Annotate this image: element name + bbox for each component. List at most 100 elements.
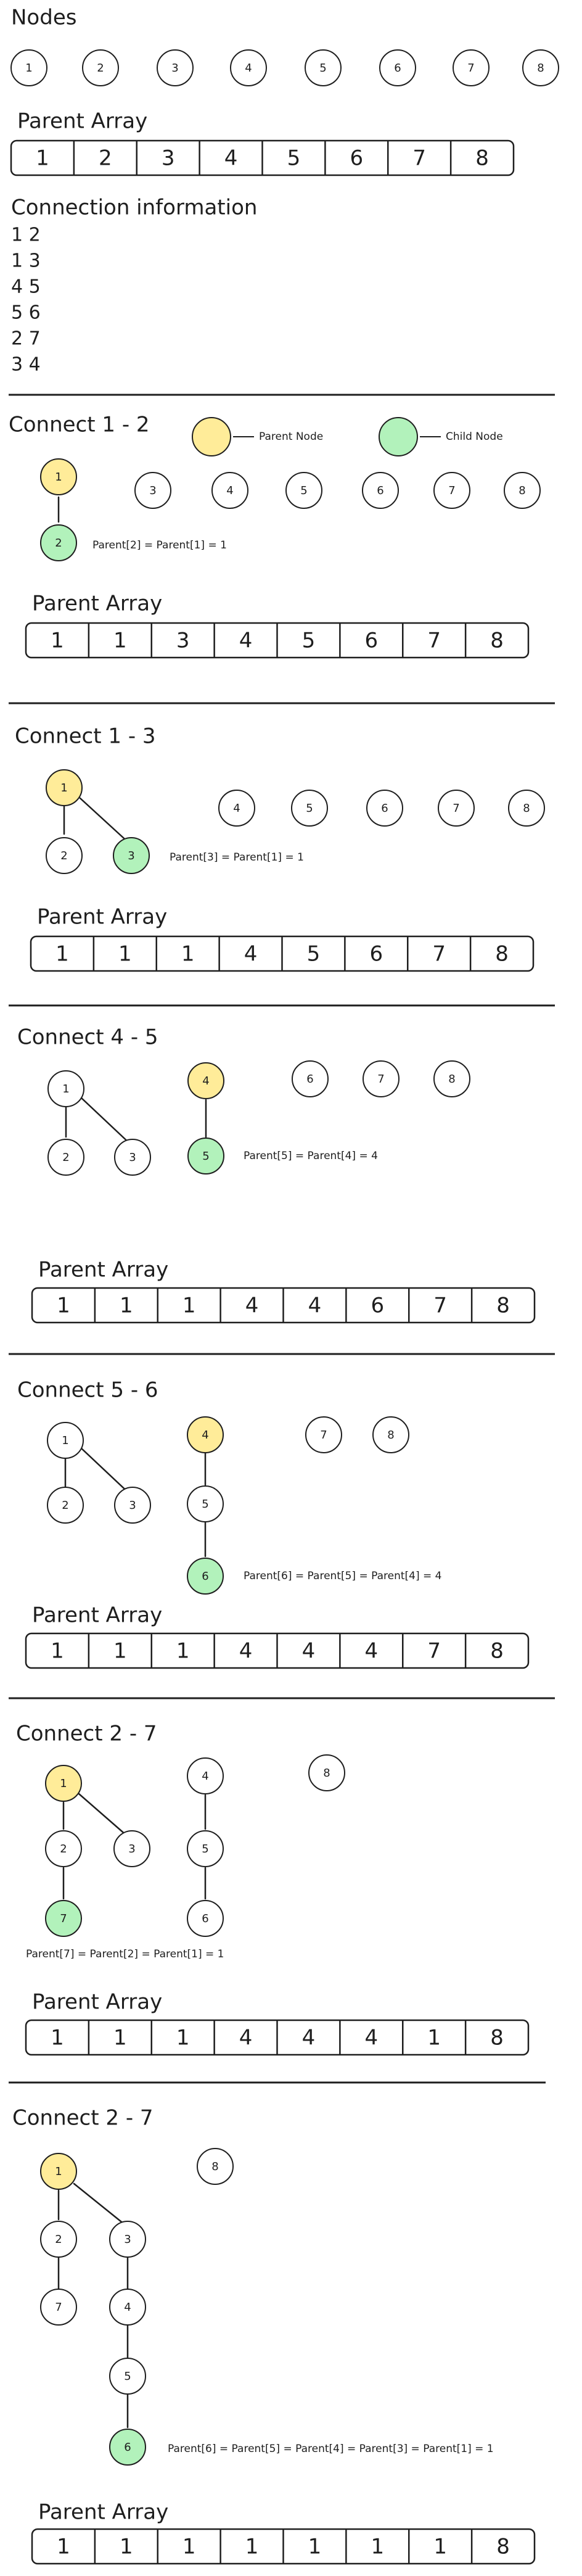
parent-array-cell: 1 [120, 1294, 133, 1318]
node: 4 [211, 472, 248, 509]
node: 1 [10, 49, 47, 86]
node-circle [433, 472, 470, 509]
node-label: 5 [306, 802, 313, 815]
node-circle [363, 1060, 400, 1097]
node-label: 3 [171, 62, 178, 75]
node-circle [305, 1416, 342, 1453]
node-label: 1 [60, 1777, 67, 1790]
step-title: Connect 4 - 5 [17, 1025, 158, 1050]
parent-node: 1 [40, 2153, 77, 2190]
node-label: 8 [518, 484, 525, 497]
child-node: 6 [109, 2429, 146, 2466]
node: 2 [46, 837, 83, 874]
edge [80, 1096, 134, 1147]
parent-array-cell: 4 [224, 146, 238, 171]
node-circle [113, 837, 150, 874]
parent-array-cell: 1 [113, 629, 127, 653]
node: 7 [363, 1060, 400, 1097]
parent-array-cell: 4 [302, 2026, 316, 2050]
node: 2 [45, 1830, 82, 1867]
node-label: 8 [211, 2160, 218, 2173]
step-note: Parent[6] = Parent[5] = Parent[4] = 4 [244, 1570, 441, 1582]
node-circle [109, 2289, 146, 2326]
node-circle [47, 1139, 84, 1176]
parent-array-cell: 1 [245, 2535, 259, 2559]
node-circle [40, 2153, 77, 2190]
node-circle [291, 790, 328, 827]
node: 6 [292, 1060, 329, 1097]
node: 3 [114, 1487, 151, 1524]
node-label: 3 [129, 1151, 136, 1164]
edge [79, 797, 133, 846]
connection-line: 3 4 [11, 354, 41, 376]
parent-array-cell: 1 [181, 942, 195, 967]
node-label: 6 [202, 1570, 208, 1583]
parent-array-cell: 7 [427, 629, 441, 653]
parent-array-cell: 1 [427, 2026, 441, 2050]
node: 7 [453, 49, 490, 86]
parent-array-cell: 4 [239, 1639, 253, 1664]
parent-array-cell: 4 [308, 1294, 322, 1318]
node-circle [522, 49, 559, 86]
parent-array-cell: 8 [495, 942, 509, 967]
parent-array-label: Parent Array [38, 2500, 168, 2525]
node-label: 8 [523, 802, 530, 815]
node: 3 [113, 1830, 150, 1867]
connection-line: 2 7 [11, 328, 41, 350]
parent-array-cell: 8 [475, 146, 489, 171]
node: 6 [379, 49, 416, 86]
node-label: 1 [55, 2165, 62, 2178]
node-circle [47, 1487, 84, 1524]
node-circle [10, 49, 47, 86]
parent-array-cell: 3 [176, 629, 190, 653]
step-title: Connect 5 - 6 [17, 1378, 158, 1403]
node: 8 [372, 1416, 409, 1453]
node: 3 [157, 49, 194, 86]
child-node: 2 [40, 524, 77, 561]
node-label: 6 [124, 2441, 131, 2454]
node: 5 [187, 1830, 224, 1867]
node-circle [40, 2289, 77, 2326]
node-circle [187, 1137, 224, 1174]
node: 2 [47, 1139, 84, 1176]
node-circle [379, 49, 416, 86]
node: 1 [47, 1070, 84, 1107]
parent-array-cell: 6 [350, 146, 363, 171]
parent-array-cell: 7 [412, 146, 426, 171]
node-label: 3 [128, 849, 134, 862]
parent-array-cell: 2 [99, 146, 112, 171]
node-circle [187, 1830, 224, 1867]
node-circle [40, 524, 77, 561]
node-circle [508, 790, 545, 827]
parent-node: 1 [40, 458, 77, 495]
node-circle [45, 1900, 82, 1937]
parent-array-cell: 4 [364, 1639, 378, 1664]
step-note: Parent[2] = Parent[1] = 1 [92, 539, 227, 551]
parent-array-cell: 3 [162, 146, 175, 171]
node-label: 4 [245, 62, 252, 75]
node: 6 [187, 1900, 224, 1937]
parent-array-cell: 4 [244, 942, 258, 967]
parent-node [192, 417, 231, 456]
node-circle [197, 2148, 234, 2185]
node: 5 [285, 472, 322, 509]
parent-array-cell: 4 [302, 1639, 316, 1664]
edge [78, 1793, 133, 1841]
node-label: 5 [202, 1150, 209, 1163]
connection-info-title: Connection information [11, 196, 257, 220]
parent-array-cell: 6 [369, 942, 383, 967]
node-circle [113, 1830, 150, 1867]
node: 5 [291, 790, 328, 827]
parent-array-cell: 8 [496, 2535, 510, 2559]
parent-array-cell: 1 [182, 2535, 196, 2559]
node-label: 1 [60, 782, 67, 795]
parent-array-label: Parent Array [17, 109, 147, 134]
node-label: 5 [202, 1498, 208, 1511]
node: 7 [305, 1416, 342, 1453]
connection-line: 1 2 [11, 225, 41, 246]
node-circle [372, 1416, 409, 1453]
parent-array-cell: 1 [113, 2026, 127, 2050]
node-label: 6 [377, 484, 383, 497]
node-label: 7 [55, 2301, 62, 2314]
node-circle [438, 790, 475, 827]
